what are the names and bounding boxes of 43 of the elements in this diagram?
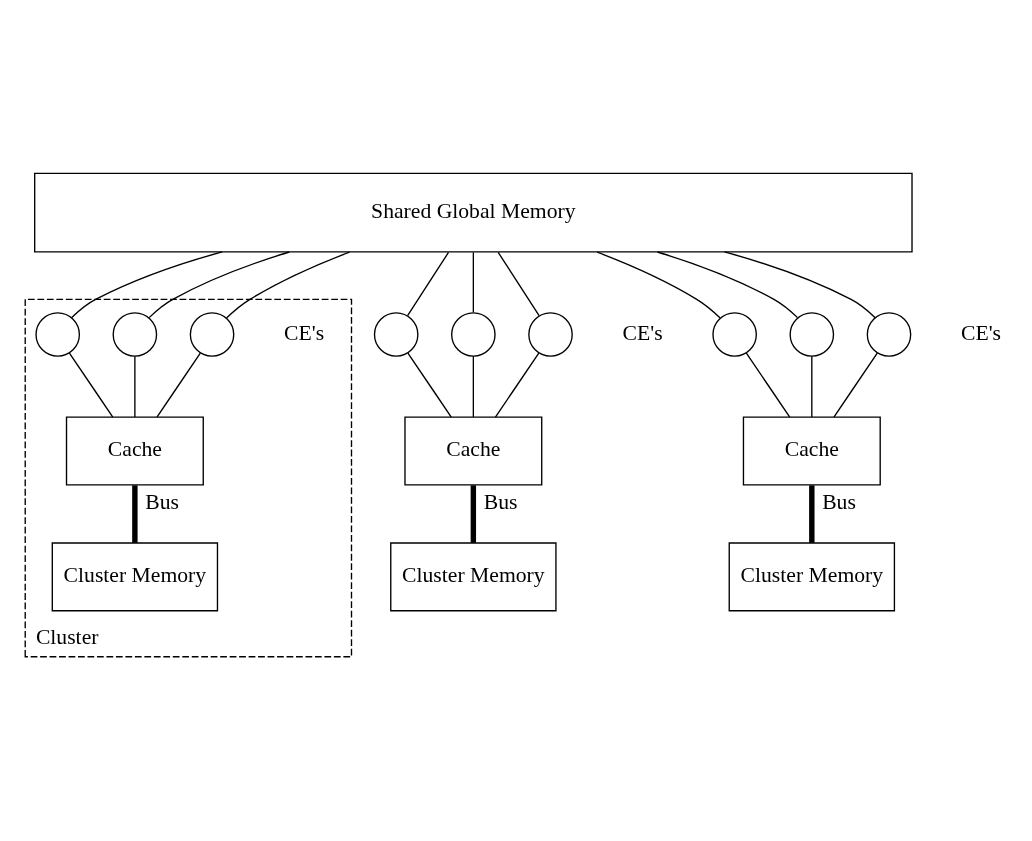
connector [811, 355, 813, 418]
node-label: CE's [622, 320, 663, 345]
connector [406, 251, 450, 317]
node-circle [373, 312, 419, 357]
node-circle [712, 312, 757, 357]
node-circle [35, 312, 81, 357]
node-box: Cluster Memory [51, 542, 219, 612]
edge-label: Bus [822, 490, 856, 515]
edge-label: Bus [483, 490, 518, 515]
node-circle [451, 312, 496, 357]
connector [470, 485, 477, 543]
connector [745, 352, 791, 418]
edge-label: Bus [145, 490, 179, 515]
connector [132, 485, 138, 543]
node-box: Cache [404, 416, 543, 486]
node-label: CE's [961, 320, 1002, 345]
node-circle [112, 312, 158, 357]
node-label: CE's [284, 320, 325, 345]
connector [70, 251, 223, 319]
connector [148, 251, 290, 319]
node-box: Cache [742, 416, 881, 486]
connector [596, 251, 721, 319]
node-circle [866, 312, 912, 357]
connector [833, 352, 878, 418]
connector [225, 251, 351, 319]
node-circle [189, 312, 235, 357]
connector [68, 352, 114, 418]
node-circle [528, 312, 573, 357]
connector [809, 485, 815, 543]
connector [497, 251, 540, 317]
connector [723, 251, 876, 319]
node-circle [789, 312, 835, 357]
connector [656, 251, 799, 319]
connector [134, 355, 136, 418]
connector [472, 251, 475, 313]
node-box: Cache [65, 416, 204, 486]
connector [156, 352, 201, 418]
node-box: Cluster Memory [728, 542, 896, 612]
node-box: Cluster Memory [390, 542, 557, 612]
node-box: Shared Global Memory [34, 172, 913, 253]
connector [494, 352, 540, 418]
connector [407, 352, 452, 418]
connector [472, 355, 475, 418]
